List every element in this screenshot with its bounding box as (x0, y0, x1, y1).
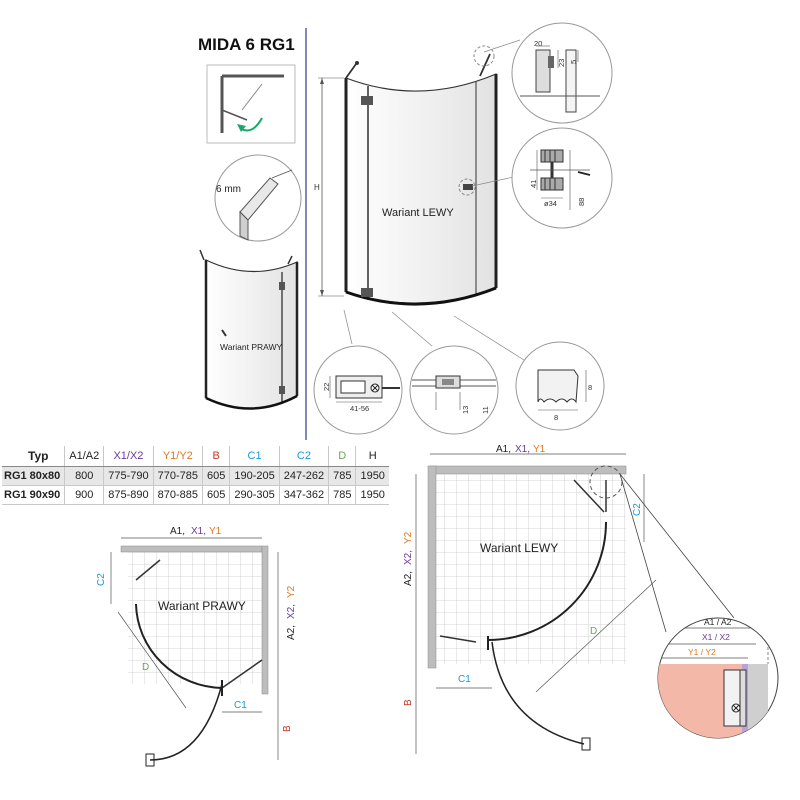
handle-detail (511, 127, 613, 229)
small-view-variant-label: Wariant PRAWY (220, 342, 283, 352)
top-dim-23: 23 (557, 59, 566, 67)
lewy-variant-label: Wariant LEWY (480, 541, 558, 555)
zoom-a-label: A1 / A2 (704, 617, 732, 627)
table-cell: 800 (64, 466, 104, 486)
table-header-cell: X1/X2 (103, 446, 154, 467)
lewy-top-a: A1, (496, 444, 511, 455)
table-cell: 190-205 (229, 466, 280, 486)
table-cell: 605 (201, 485, 230, 505)
table-header-cell: D (328, 446, 356, 467)
plan-view-prawy (110, 537, 279, 767)
table-cell: 347-362 (278, 485, 329, 505)
lewy-c2: C2 (632, 503, 643, 516)
table-cell: RG1 80x80 (4, 470, 61, 482)
door-opening-icon (206, 64, 296, 144)
prawy-side-a: A2, (286, 625, 297, 640)
table-header-cell: B (201, 446, 230, 467)
prawy-d: D (142, 662, 149, 673)
table-header-cell: Y1/Y2 (152, 446, 203, 467)
handle-dim-41: 41 (529, 180, 538, 188)
top-bracket-detail (511, 22, 613, 124)
height-label: H (314, 183, 320, 192)
main-shower-view (344, 53, 498, 306)
bottom2-dim-13: 13 (461, 406, 470, 414)
zoom-x-label: X1 / X2 (702, 632, 730, 642)
table-header-cell: C1 (229, 446, 280, 467)
handle-dim-34: ø34 (544, 199, 557, 208)
prawy-variant-label: Wariant PRAWY (158, 599, 246, 613)
glass-thickness-detail (214, 154, 302, 242)
table-header-cell: C2 (278, 446, 329, 467)
bottom1-dim-22: 22 (322, 383, 331, 391)
lewy-side-y: Y2 (403, 531, 414, 544)
lewy-c1: C1 (458, 674, 471, 685)
product-title: MIDA 6 RG1 (198, 35, 295, 54)
table-cell: 870-885 (152, 485, 203, 505)
main-view-variant-label: Wariant LEWY (382, 207, 454, 219)
table-cell: 1950 (355, 485, 389, 505)
lewy-top-y: Y1 (533, 444, 546, 455)
prawy-side-x: X2, (286, 604, 297, 619)
bottom-profile-detail-3 (515, 341, 605, 431)
small-shower-view (199, 249, 299, 410)
lewy-d: D (590, 626, 597, 637)
table-header-cell: Typ (2, 446, 65, 467)
handle-dim-88: 88 (577, 198, 586, 206)
lewy-b: B (403, 699, 414, 706)
table-cell: 605 (201, 466, 230, 486)
table-cell: 1950 (355, 466, 389, 486)
table-cell: 247-262 (278, 466, 329, 486)
table-cell: 875-890 (103, 485, 154, 505)
plan-view-lewy (415, 453, 657, 754)
bottom2-dim-11: 11 (481, 406, 490, 414)
top-dim-5: 5 (569, 60, 578, 64)
table-header-cell: H (355, 446, 389, 467)
bottom-profile-detail-1 (313, 345, 403, 435)
table-cell: RG1 90x90 (4, 489, 61, 501)
table-header-cell: A1/A2 (64, 446, 104, 467)
prawy-top-x: X1, (191, 526, 206, 537)
height-dimension (318, 77, 344, 297)
zoom-detail-leader (619, 473, 735, 633)
table-header-row: Typ A1/A2 X1/X2 Y1/Y2 B C1 C2 D H (2, 446, 389, 467)
table-cell: 770-785 (152, 466, 203, 486)
dimension-table: Typ A1/A2 X1/X2 Y1/Y2 B C1 C2 D H RG1 80… (2, 446, 389, 505)
table-cell: 785 (328, 485, 356, 505)
lewy-top-x: X1, (515, 444, 530, 455)
prawy-side-y: Y2 (286, 585, 297, 598)
prawy-top-y: Y1 (209, 526, 222, 537)
bottom3-dim-8-width: 8 (554, 413, 558, 422)
table-row: RG1 90x90 900 875-890 870-885 605 290-30… (2, 485, 389, 505)
zoom-y-label: Y1 / Y2 (688, 647, 716, 657)
table-cell: 785 (328, 466, 356, 486)
lewy-side-a: A2, (403, 571, 414, 586)
handle-marker (458, 178, 476, 196)
table-cell: 900 (64, 485, 104, 505)
table-cell: 775-790 (103, 466, 154, 486)
glass-thickness-label: 6 mm (216, 184, 241, 195)
bottom-profile-detail-2 (409, 345, 499, 435)
top-dim-20: 20 (534, 39, 542, 48)
bottom1-dim-41-56: 41-56 (350, 404, 369, 413)
lewy-side-x: X2, (403, 550, 414, 565)
table-row: RG1 80x80 800 775-790 770-785 605 190-20… (2, 466, 389, 486)
detail-connector-lines (343, 39, 525, 361)
prawy-b: B (282, 725, 293, 732)
prawy-c1: C1 (234, 700, 247, 711)
prawy-c2: C2 (96, 573, 107, 586)
top-hinge-marker (473, 45, 495, 67)
table-cell: 290-305 (229, 485, 280, 505)
prawy-top-a: A1, (170, 526, 185, 537)
bottom3-dim-8-height: 8 (588, 383, 592, 392)
